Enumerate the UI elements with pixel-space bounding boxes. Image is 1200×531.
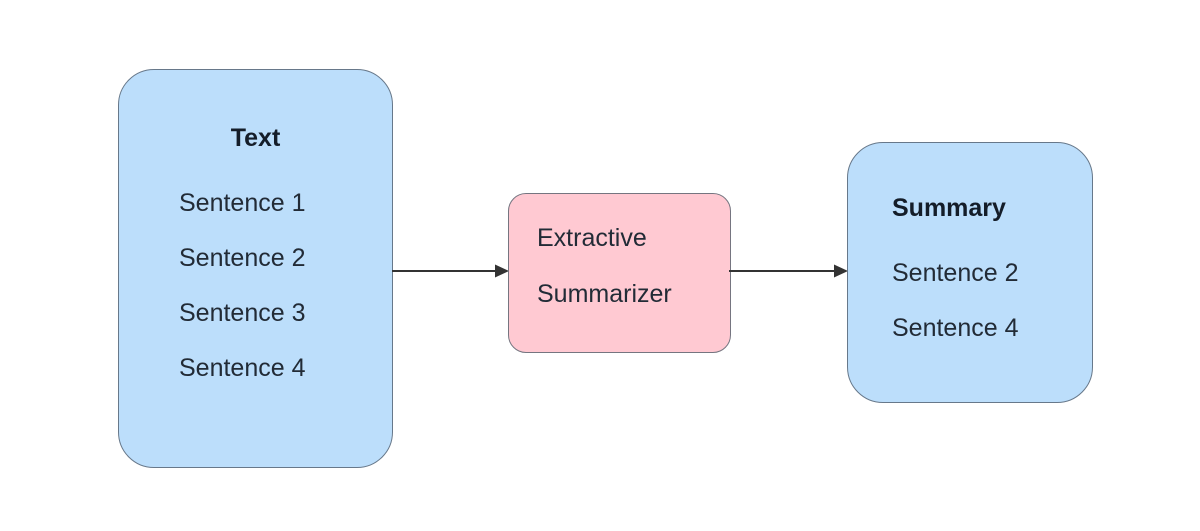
list-item: Sentence 2 [892, 259, 1019, 287]
arrow-right-icon [392, 264, 509, 278]
list-item: Sentence 3 [179, 299, 306, 327]
summarizer-label-line2: Summarizer [537, 280, 672, 308]
list-item: Sentence 4 [179, 354, 306, 382]
text-sentence-list: Sentence 1 Sentence 2 Sentence 3 Sentenc… [119, 176, 392, 396]
list-item: Sentence 1 [179, 189, 306, 217]
text-node: Text Sentence 1 Sentence 2 Sentence 3 Se… [118, 69, 393, 468]
list-item: Sentence 2 [179, 244, 306, 272]
extractive-summarizer-node: Extractive Summarizer [508, 193, 731, 353]
arrow-right-icon [729, 264, 848, 278]
summary-node: Summary Sentence 2 Sentence 4 [847, 142, 1093, 403]
summary-sentence-list: Sentence 2 Sentence 4 [892, 246, 1092, 356]
summary-node-title: Summary [892, 194, 1006, 222]
summarizer-label-line1: Extractive [537, 224, 647, 252]
list-item: Sentence 4 [892, 314, 1019, 342]
text-node-title: Text [230, 124, 281, 152]
